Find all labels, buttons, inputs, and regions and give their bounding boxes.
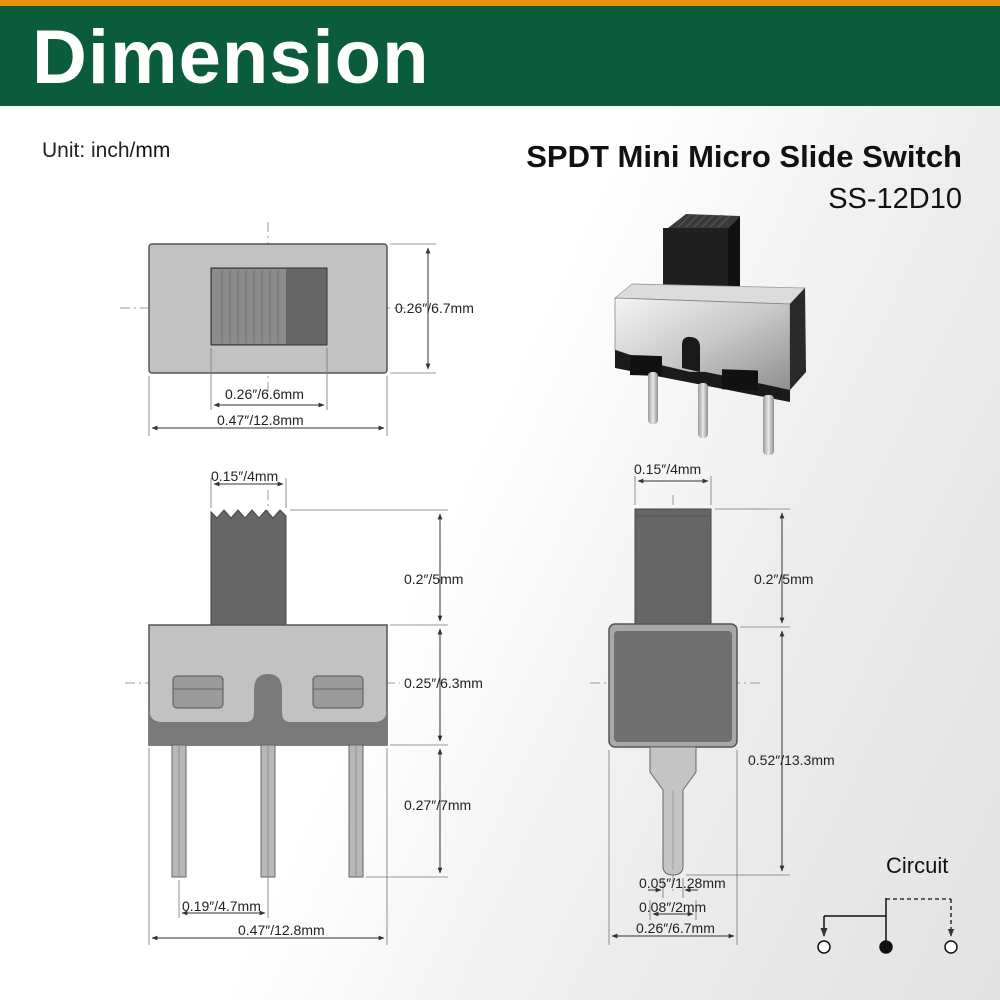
dim-top-height: 0.26″/6.7mm <box>395 300 474 316</box>
product-title: SPDT Mini Micro Slide Switch <box>526 139 962 174</box>
dim-front-body-width: 0.47″/12.8mm <box>238 922 325 938</box>
side-view: 0.15″/4mm 0.2″/5mm 0.52″/13.3mm 0.05″/1.… <box>590 461 835 945</box>
photo-pin-3 <box>763 395 774 455</box>
top-accent-line <box>0 0 1000 6</box>
top-view-actuator <box>212 269 286 344</box>
dim-front-pin-length: 0.27″/7mm <box>404 797 471 813</box>
circuit-terminal-right <box>944 940 958 954</box>
top-view-actuator-ridges <box>221 270 279 343</box>
front-view: 0.15″/4mm 0.2″/5mm 0.25″/6.3mm 0.27″/7mm… <box>125 468 483 945</box>
product-illustration <box>613 214 806 455</box>
page-title: Dimension <box>32 15 430 100</box>
product-model: SS-12D10 <box>828 183 962 215</box>
dim-top-body-width: 0.47″/12.8mm <box>217 412 304 428</box>
circuit-terminal-left <box>817 940 831 954</box>
top-view: 0.26″/6.7mm 0.26″/6.6mm 0.47″/12.8mm <box>120 222 474 436</box>
dim-side-body-width: 0.26″/6.7mm <box>636 920 715 936</box>
dim-front-pin-pitch: 0.19″/4.7mm <box>182 898 261 914</box>
side-view-actuator <box>634 508 712 628</box>
dim-side-actuator-width: 0.15″/4mm <box>634 461 701 477</box>
dim-front-body-height: 0.25″/6.3mm <box>404 675 483 691</box>
dim-side-total-height: 0.52″/13.3mm <box>748 752 835 768</box>
side-view-body <box>614 631 732 742</box>
circuit-label: Circuit <box>886 853 948 878</box>
unit-label-text: Unit: inch/ <box>42 139 136 162</box>
front-view-actuator <box>210 509 287 626</box>
photo-pin-1 <box>648 372 658 424</box>
front-view-window-left <box>172 675 224 709</box>
unit-label: Unit: inch/mm <box>42 139 170 163</box>
unit-label-suffix: mm <box>135 139 171 162</box>
dim-side-pin-width: 0.08″/2mm <box>639 899 706 915</box>
photo-pin-2 <box>698 383 708 438</box>
header-banner: Dimension <box>0 6 1000 106</box>
dim-front-actuator-width: 0.15″/4mm <box>211 468 278 484</box>
dim-front-actuator-height: 0.2″/5mm <box>404 571 463 587</box>
front-view-base <box>149 674 387 745</box>
circuit-terminal-common <box>879 940 893 954</box>
dim-top-actuator-width: 0.26″/6.6mm <box>225 386 304 402</box>
circuit-diagram: Circuit <box>817 853 958 954</box>
dim-side-actuator-height: 0.2″/5mm <box>754 571 813 587</box>
dim-side-pin-thickness: 0.05″/1.28mm <box>639 875 726 891</box>
front-view-window-right <box>312 675 364 709</box>
photo-actuator <box>663 228 728 300</box>
